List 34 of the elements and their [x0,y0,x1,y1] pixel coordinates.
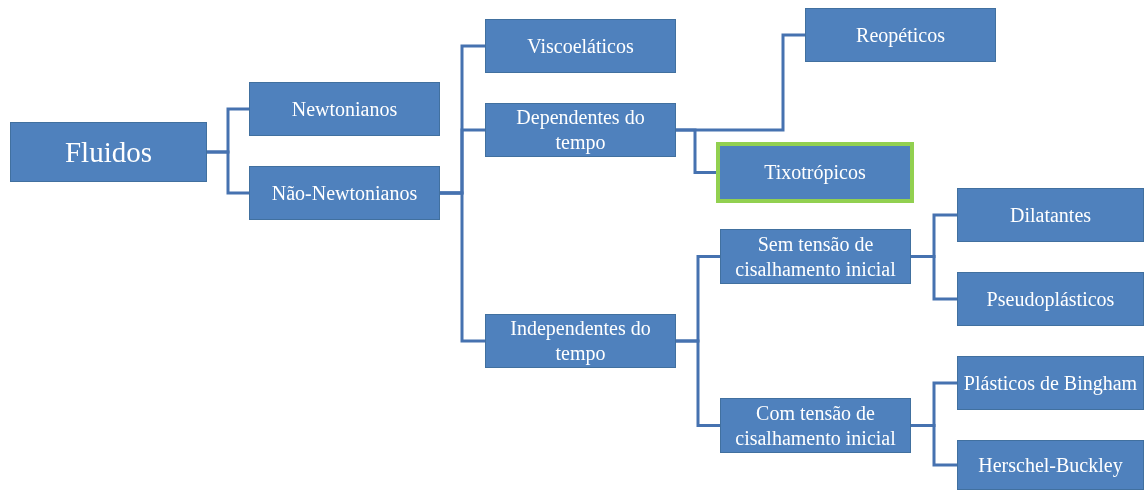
category-box [10,122,207,182]
category-label: Não-Newtonianos [271,180,418,206]
category-label: Tixotrópicos [764,160,866,185]
category-box [957,188,1144,242]
category-label: Fluidos [65,134,152,170]
category-box [485,103,676,157]
connector-line [207,150,249,195]
category-box [957,356,1144,410]
category-label: Dilatantes [1009,202,1092,228]
category-box [957,272,1144,326]
connector-line [440,191,485,343]
connector-line [911,424,957,467]
category-label: Newtonianos [291,96,398,122]
category-box [485,314,676,368]
category-label: Plásticos de Bingham [963,370,1138,396]
category-box [805,8,996,62]
category-box [716,142,914,203]
category-box [957,440,1144,490]
connector-line [911,255,957,301]
category-box [720,398,911,453]
category-box [485,19,676,73]
category-label: Pseudoplásticos [986,286,1115,312]
connector-line [676,128,716,174]
category-label: Viscoeláticos [527,33,634,59]
category-label: Reopéticos [856,22,945,48]
category-label: Sem tensão de cisalhamento inicial [734,231,897,282]
connector-line [676,339,720,427]
category-label: Independentes do tempo [509,316,652,366]
category-box [249,166,440,220]
category-box [720,229,911,284]
category-label: Com tensão de cisalhamento inicial [734,400,897,451]
category-label: Dependentes do tempo [515,105,646,155]
category-label: Herschel-Buckley [978,452,1123,478]
category-box [249,82,440,136]
